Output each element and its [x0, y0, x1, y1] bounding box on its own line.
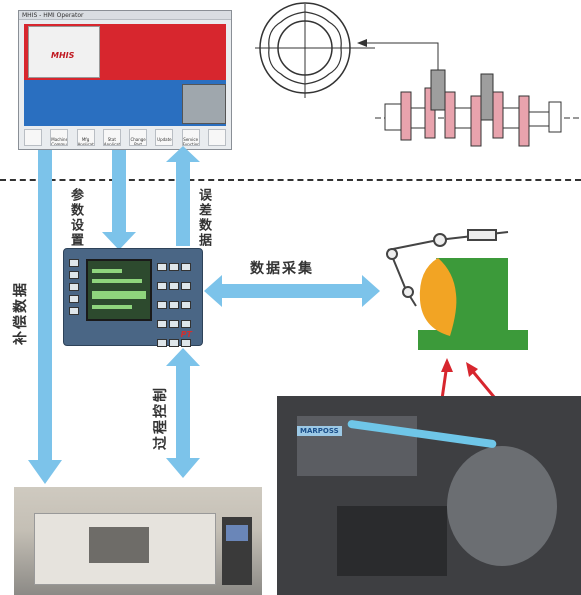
- software-titlebar: MHIS - HMI Operator: [19, 11, 231, 20]
- toolbar-button-stat[interactable]: Stat Application: [102, 129, 121, 146]
- toolbar-button-next[interactable]: [207, 129, 226, 146]
- toolbar-button-update[interactable]: Update: [155, 129, 174, 146]
- photo-brand-label: MARPOSS: [297, 426, 342, 436]
- keypad-key[interactable]: [181, 263, 191, 271]
- keypad-key[interactable]: [169, 301, 179, 309]
- toolbar-button-mfg[interactable]: Mfg Application: [76, 129, 95, 146]
- toolbar-button-back[interactable]: [24, 129, 42, 146]
- controller-keypad: [156, 257, 198, 352]
- photo-wheel: [447, 446, 557, 566]
- controller-key[interactable]: [69, 259, 79, 267]
- collect-arrow-head-right: [362, 275, 380, 307]
- controller-key[interactable]: [69, 307, 79, 315]
- dashed-separator: [0, 179, 581, 181]
- measuring-fixture-diagram: [386, 229, 528, 350]
- keypad-key[interactable]: [181, 320, 191, 328]
- photo-base: [337, 506, 447, 576]
- toolbar-button-service[interactable]: Service Functions: [181, 129, 200, 146]
- process-arrow-head-bottom: [166, 458, 200, 478]
- label-data-collect: 数据采集: [250, 261, 314, 277]
- keypad-key[interactable]: [157, 263, 167, 271]
- controller-brand: PT: [180, 330, 192, 339]
- process-controller: PT: [63, 248, 203, 347]
- software-logo-panel: [28, 26, 100, 78]
- label-comp-data: 补偿数据: [13, 281, 29, 345]
- software-screenshot: MHIS - HMI Operator MHIS Machine Communi…: [18, 10, 232, 150]
- toolbar-button-machine[interactable]: Machine Communication: [50, 129, 69, 146]
- label-error-data: 误差数据: [196, 188, 211, 248]
- controller-key[interactable]: [69, 271, 79, 279]
- software-toolbar: Machine Communication Mfg Application St…: [24, 129, 226, 147]
- keypad-key[interactable]: [169, 263, 179, 271]
- comp-data-arrow-head: [28, 460, 62, 484]
- error-arrow-head: [166, 146, 200, 162]
- measuring-head-photo: MARPOSS: [277, 396, 581, 595]
- keypad-key[interactable]: [181, 301, 191, 309]
- label-param-setting: 参数设置: [68, 188, 83, 248]
- controller-key[interactable]: [69, 283, 79, 291]
- keypad-key[interactable]: [157, 339, 167, 347]
- label-process-control: 过程控制: [153, 386, 169, 450]
- software-machine-image: [182, 84, 226, 124]
- param-arrow-head: [102, 232, 136, 250]
- grinding-machine-photo: [14, 487, 262, 595]
- crankshaft-icon: [375, 69, 581, 147]
- keypad-key[interactable]: [157, 320, 167, 328]
- bearing-section-icon: [255, 2, 375, 98]
- controller-left-keys: [69, 259, 81, 319]
- toolbar-button-change[interactable]: Change Part: [129, 129, 148, 146]
- software-logo: MHIS: [51, 51, 75, 60]
- keypad-key[interactable]: [169, 320, 179, 328]
- keypad-key[interactable]: [169, 339, 179, 347]
- controller-screen: [86, 259, 152, 321]
- keypad-key[interactable]: [181, 282, 191, 290]
- process-arrow-head-top: [166, 348, 200, 366]
- keypad-key[interactable]: [181, 339, 191, 347]
- machine-control-panel: [222, 517, 252, 585]
- crankshaft-drawing: [255, 2, 581, 147]
- keypad-key[interactable]: [169, 282, 179, 290]
- keypad-key[interactable]: [157, 301, 167, 309]
- controller-key[interactable]: [69, 295, 79, 303]
- keypad-key[interactable]: [157, 282, 167, 290]
- collect-arrow-head-left: [204, 275, 222, 307]
- comp-data-arrow-shaft: [38, 150, 52, 460]
- machine-window: [89, 527, 149, 563]
